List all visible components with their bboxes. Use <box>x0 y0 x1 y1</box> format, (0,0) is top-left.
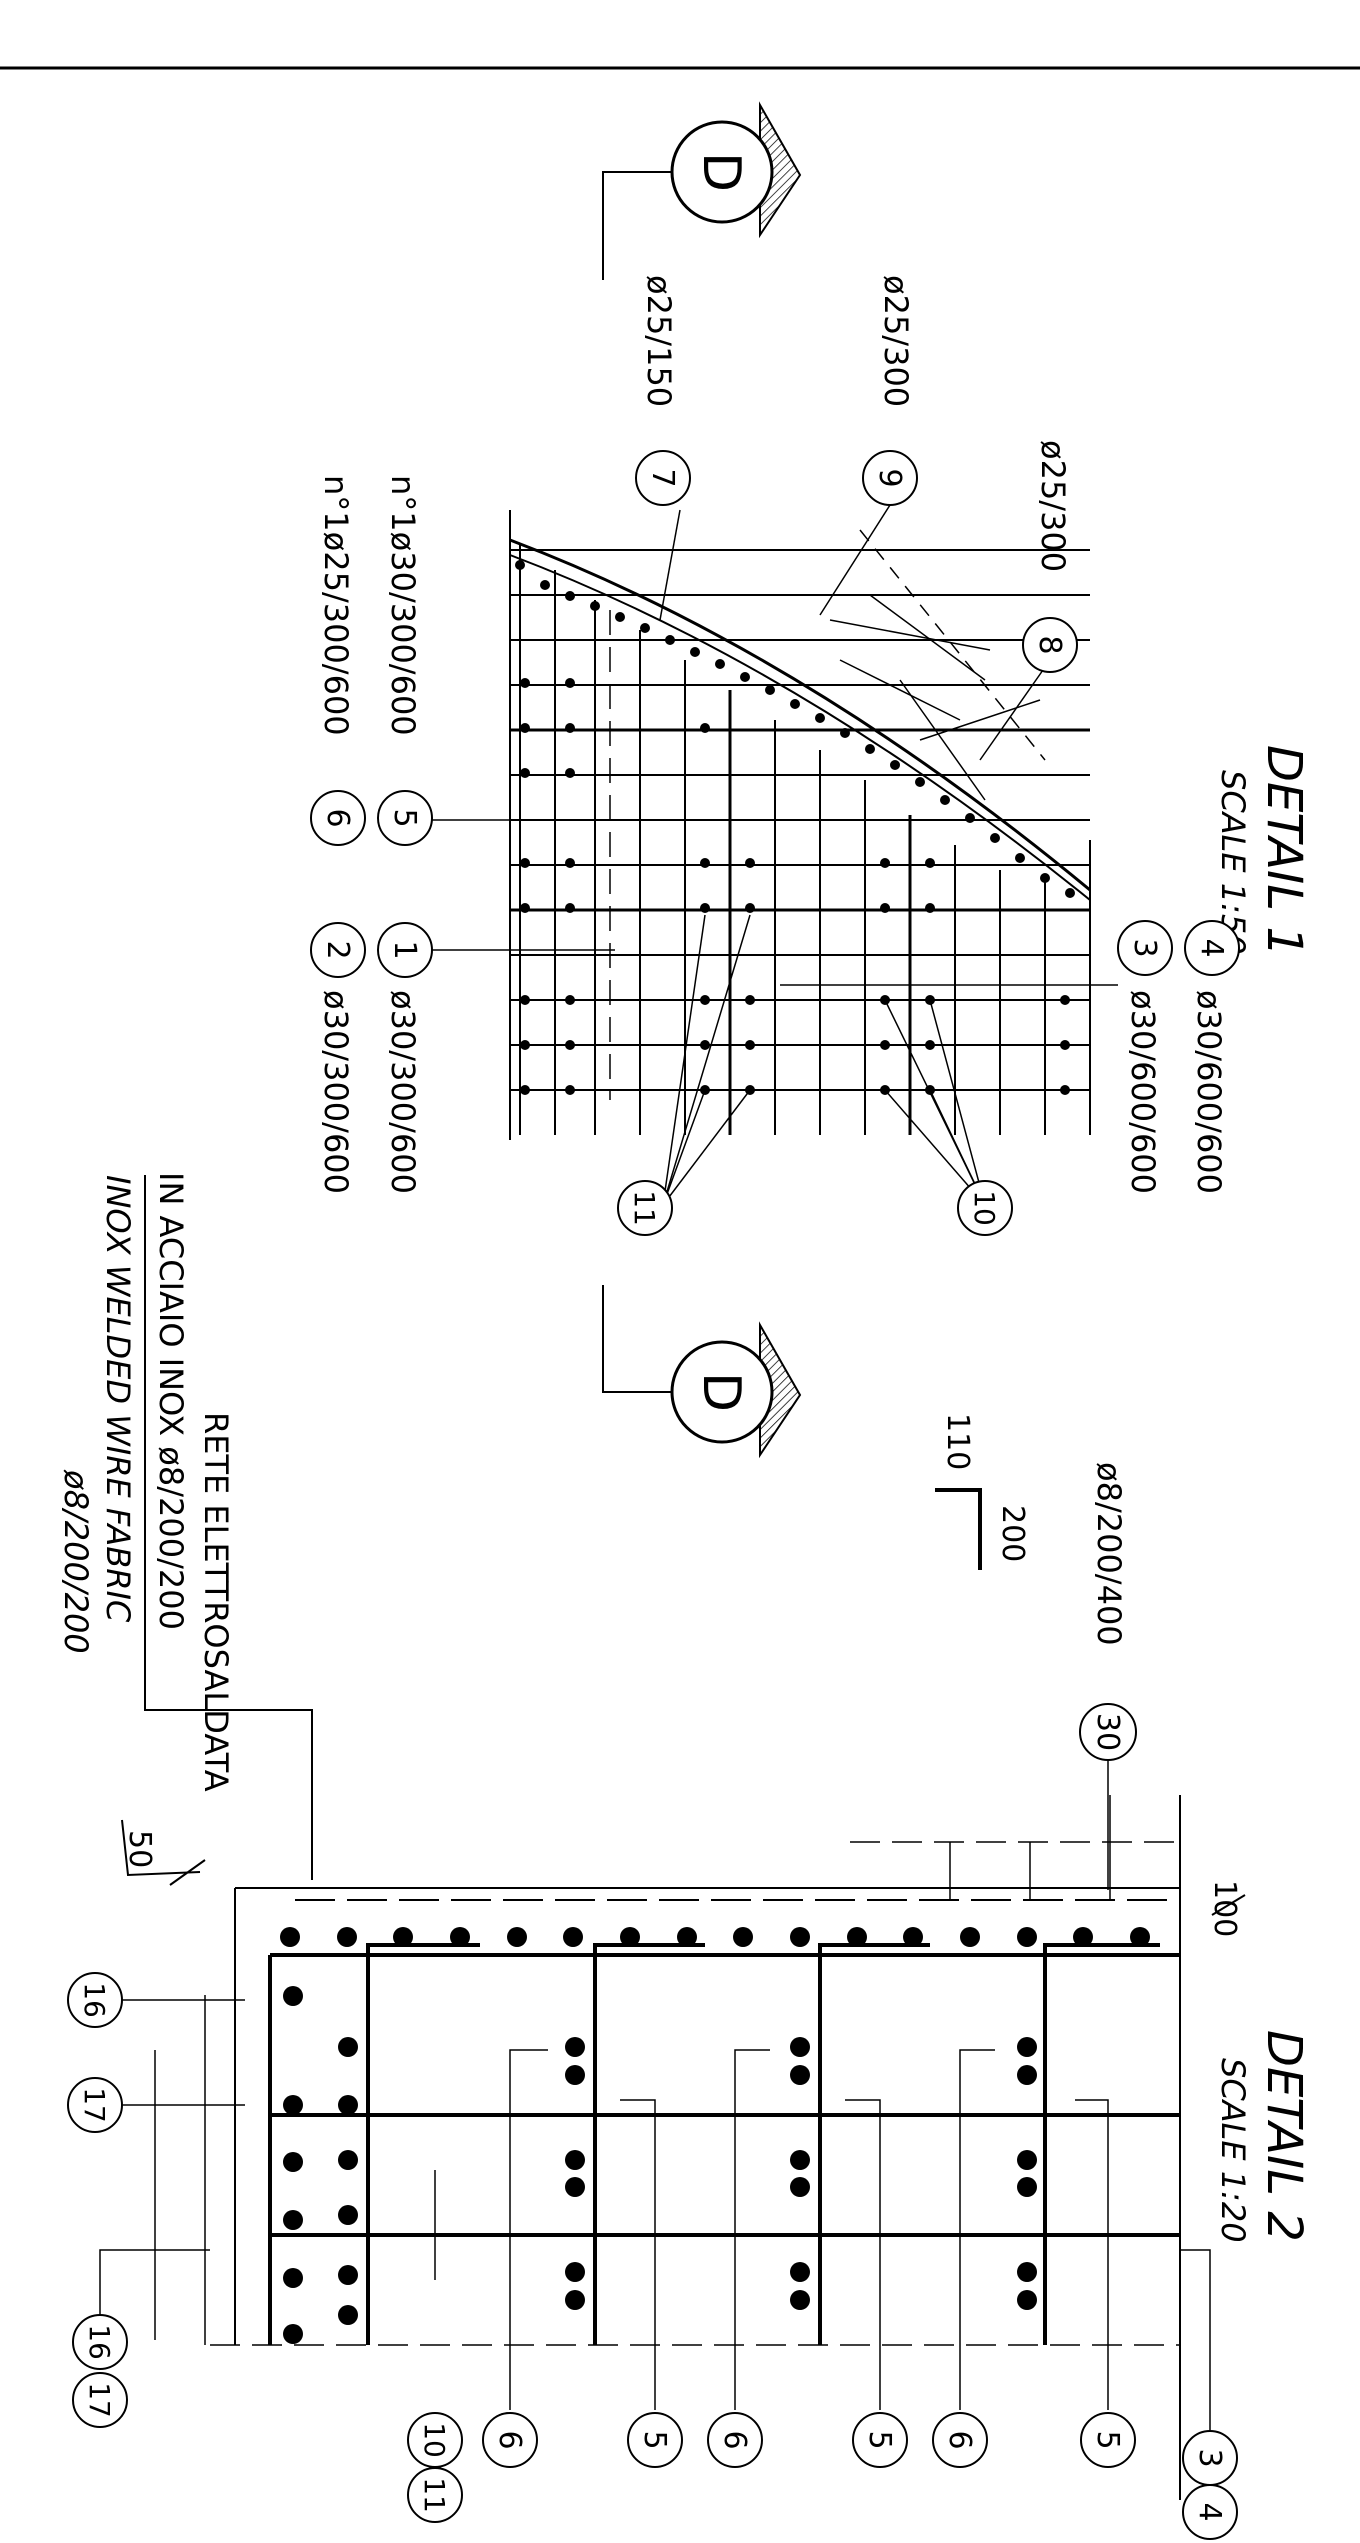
detail-1-callouts <box>310 450 1240 1236</box>
callout-16: 16 <box>78 1982 111 2018</box>
callout-30: 30 <box>1090 1713 1125 1751</box>
dim-50: 50 <box>122 1830 157 1868</box>
label-bar-5: n°1ø30/300/600 <box>384 475 422 736</box>
mesh-label-line-2: IN ACCIAIO INOX ø8/200/200 <box>152 1172 190 1630</box>
callout-5: 5 <box>387 808 422 827</box>
callout-10: 10 <box>968 1190 1001 1226</box>
callout-6-c: 6 <box>942 2430 977 2449</box>
callout-3-d2: 3 <box>1192 2448 1227 2467</box>
label-bar-9: ø25/300 <box>877 275 915 407</box>
callout-16-b: 16 <box>83 2324 116 2360</box>
callout-11: 11 <box>628 1190 661 1226</box>
detail-2-callouts <box>67 1972 1238 2540</box>
dim-110: 110 <box>940 1413 975 1470</box>
detail-1-grid-bars <box>520 678 1070 1095</box>
detail-2-top-bars <box>280 1927 1150 2344</box>
section-mark-bottom-label: D <box>691 1372 751 1412</box>
detail-2-leaders <box>99 1995 1211 2430</box>
callout-2: 2 <box>320 940 355 959</box>
detail-2-scale: SCALE 1:20 <box>1214 2058 1252 2243</box>
callout-4: 4 <box>1194 938 1229 957</box>
detail-2-title: DETAIL 2 <box>1256 2030 1312 2242</box>
dim-100: 100 <box>1207 1880 1242 1937</box>
label-bar-8: ø25/300 <box>1034 440 1072 572</box>
detail-2-callout-labels: 16 17 16 17 10 11 6 5 6 5 6 5 3 4 <box>78 1982 1227 2521</box>
callout-11-d2: 11 <box>418 2477 451 2513</box>
detail-1-curve-bars <box>515 560 1075 898</box>
mesh-label-line-4: ø8/200/200 <box>57 1469 95 1654</box>
detail-1: DETAIL 1 SCALE 1:50 D D <box>310 101 1312 1459</box>
label-bar-7: ø25/150 <box>640 275 678 407</box>
callout-6-a: 6 <box>492 2430 527 2449</box>
section-mark-top: D <box>602 101 802 280</box>
mesh-note: RETE ELETTROSALDATA IN ACCIAIO INOX ø8/2… <box>57 1172 1137 1890</box>
detail-1-title: DETAIL 1 <box>1256 745 1312 957</box>
label-bar-1: ø30/300/600 <box>384 990 422 1194</box>
callout-17-b: 17 <box>83 2382 116 2418</box>
callout-3: 3 <box>1127 938 1162 957</box>
callout-10-d2: 10 <box>418 2422 451 2458</box>
label-bar-6: n°1ø25/300/600 <box>317 475 355 736</box>
detail-1-grid <box>509 510 1091 1140</box>
detail-1-bar-labels: ø30/600/600 ø30/600/600 ø25/300 ø25/300 … <box>317 275 1228 1194</box>
callout-9: 9 <box>872 468 907 487</box>
callout-6: 6 <box>320 808 355 827</box>
callout-7: 7 <box>645 468 680 487</box>
mesh-label-line-1: RETE ELETTROSALDATA <box>197 1412 235 1792</box>
detail-2: DETAIL 2 SCALE 1:20 100 50 <box>67 1795 1312 2540</box>
callout-5-a: 5 <box>637 2430 672 2449</box>
section-mark-bottom: D <box>602 1285 802 1459</box>
mesh-label-line-3: INOX WELDED WIRE FABRIC <box>99 1175 137 1623</box>
label-bar-2: ø30/300/600 <box>317 990 355 1194</box>
label-bar-3: ø30/600/600 <box>1124 990 1162 1194</box>
label-bar-30: ø8/200/400 <box>1090 1462 1128 1646</box>
callout-4-d2: 4 <box>1192 2502 1227 2521</box>
callout-5-b: 5 <box>862 2430 897 2449</box>
section-mark-top-label: D <box>691 152 751 192</box>
callout-6-b: 6 <box>717 2430 752 2449</box>
dim-200: 200 <box>995 1505 1030 1562</box>
detail-1-callout-labels: 7 9 8 5 6 1 2 4 3 11 10 <box>320 468 1229 1225</box>
callout-1: 1 <box>387 940 422 959</box>
callout-17: 17 <box>78 2087 111 2123</box>
callout-8: 8 <box>1032 635 1067 654</box>
label-bar-4: ø30/600/600 <box>1190 990 1228 1194</box>
detail-2-frame <box>210 1795 1181 2500</box>
callout-5-c: 5 <box>1090 2430 1125 2449</box>
